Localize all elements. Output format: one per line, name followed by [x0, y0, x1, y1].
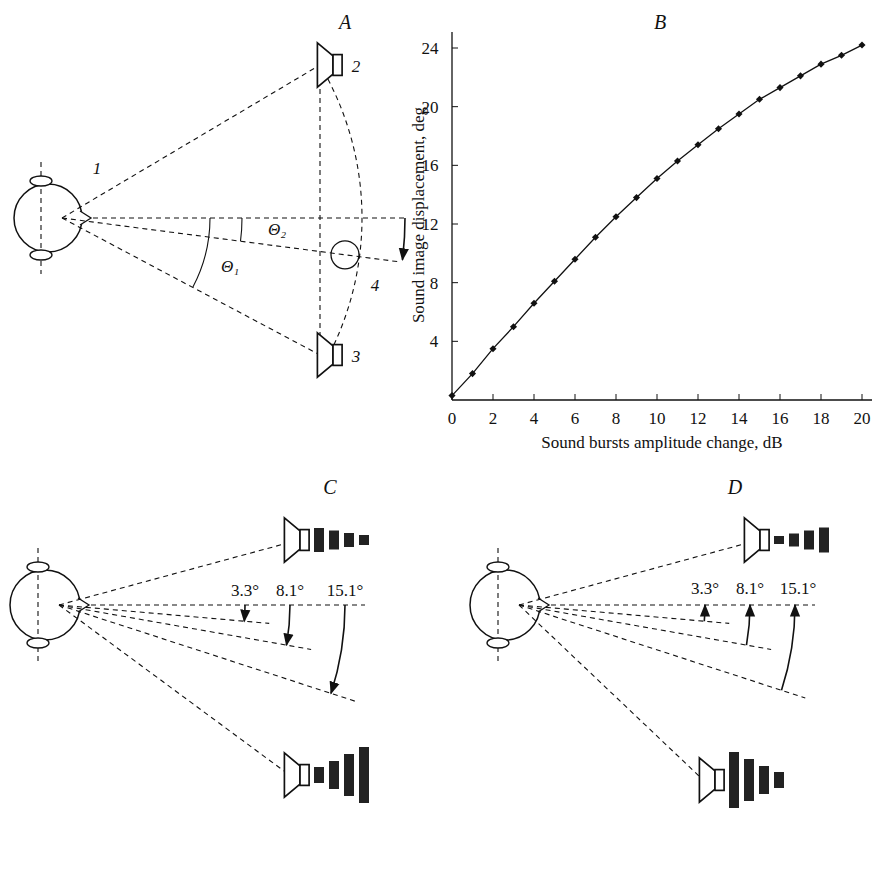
- dashed-line: [519, 605, 729, 623]
- dashed-line: [59, 605, 355, 701]
- angle-value: 15.1°: [780, 580, 817, 597]
- sound-bursts: [314, 747, 369, 803]
- shift-arrow: [746, 605, 750, 645]
- angle-arc: [193, 218, 210, 287]
- shift-arrow: [331, 605, 345, 693]
- panel-c: [10, 518, 369, 803]
- tick-label: 14: [731, 410, 748, 427]
- callout-number: 2: [352, 58, 361, 75]
- sound-bursts: [314, 528, 369, 552]
- loudspeaker: [317, 43, 342, 87]
- callout-number: 1: [93, 160, 102, 177]
- loudspeaker: [317, 333, 342, 377]
- dashed-line: [62, 65, 320, 218]
- angle-value: 15.1°: [327, 582, 364, 599]
- tick-label: 20: [422, 98, 439, 115]
- panel-letter: A: [339, 12, 351, 32]
- shift-arrow: [781, 605, 795, 690]
- panel-d: [470, 518, 829, 808]
- shift-arrow: [243, 605, 245, 621]
- tick-label: 24: [422, 40, 439, 57]
- tick-label: 10: [649, 410, 666, 427]
- angle-label: Θ₂: [268, 221, 286, 238]
- tick-label: 4: [530, 410, 539, 427]
- sound-bursts: [774, 528, 829, 553]
- listener-head: [10, 548, 89, 662]
- listener-head: [14, 162, 91, 274]
- angle-value: 8.1°: [736, 580, 764, 597]
- panel-a: [14, 43, 405, 377]
- shift-arrow: [286, 605, 290, 645]
- tick-label: 8: [612, 410, 621, 427]
- tick-label: 16: [422, 157, 439, 174]
- tick-label: 8: [430, 274, 439, 291]
- dashed-line: [93, 217, 405, 218]
- tick-label: 6: [571, 410, 580, 427]
- loudspeaker: [284, 753, 309, 797]
- dashed-line: [59, 605, 311, 649]
- angle-value: 3.3°: [691, 580, 719, 597]
- dashed-line: [519, 605, 771, 649]
- panel-letter: C: [323, 477, 336, 497]
- dashed-line: [59, 605, 284, 771]
- dashed-line: [319, 80, 320, 342]
- loudspeaker: [284, 518, 309, 562]
- tick-label: 20: [854, 410, 871, 427]
- dashed-line: [62, 218, 320, 355]
- angle-value: 3.3°: [231, 582, 259, 599]
- dashed-line: [91, 604, 365, 605]
- panel-letter: B: [654, 12, 666, 32]
- callout-number: 4: [371, 277, 380, 294]
- angle-value: 8.1°: [276, 582, 304, 599]
- tick-label: 4: [430, 333, 439, 350]
- loudspeaker: [699, 758, 724, 802]
- angle-label: Θ₁: [221, 258, 239, 275]
- sound-image: [331, 241, 359, 269]
- tick-label: 18: [813, 410, 830, 427]
- listener-head: [470, 548, 549, 662]
- loudspeaker: [744, 518, 769, 562]
- dashed-line: [551, 604, 815, 605]
- dashed-line: [519, 605, 699, 776]
- dashed-line: [59, 605, 269, 623]
- axis-title: Sound bursts amplitude change, dB: [541, 434, 782, 451]
- dashed-line: [519, 605, 805, 698]
- panel-b: [448, 32, 872, 400]
- tick-label: 12: [422, 216, 439, 233]
- curve: [452, 45, 862, 396]
- dashed-line: [62, 218, 400, 262]
- tick-label: 0: [448, 410, 457, 427]
- panel-letter: D: [728, 477, 742, 497]
- tick-label: 2: [489, 410, 498, 427]
- callout-number: 3: [352, 348, 361, 365]
- tick-label: 12: [690, 410, 707, 427]
- angle-arc: [241, 218, 242, 241]
- displacement-arrow: [402, 218, 405, 260]
- dashed-line: [519, 544, 744, 605]
- speaker-arc: [319, 63, 362, 354]
- sound-bursts: [729, 752, 784, 808]
- dashed-line: [59, 544, 284, 605]
- shift-arrow: [703, 605, 705, 621]
- tick-label: 16: [772, 410, 789, 427]
